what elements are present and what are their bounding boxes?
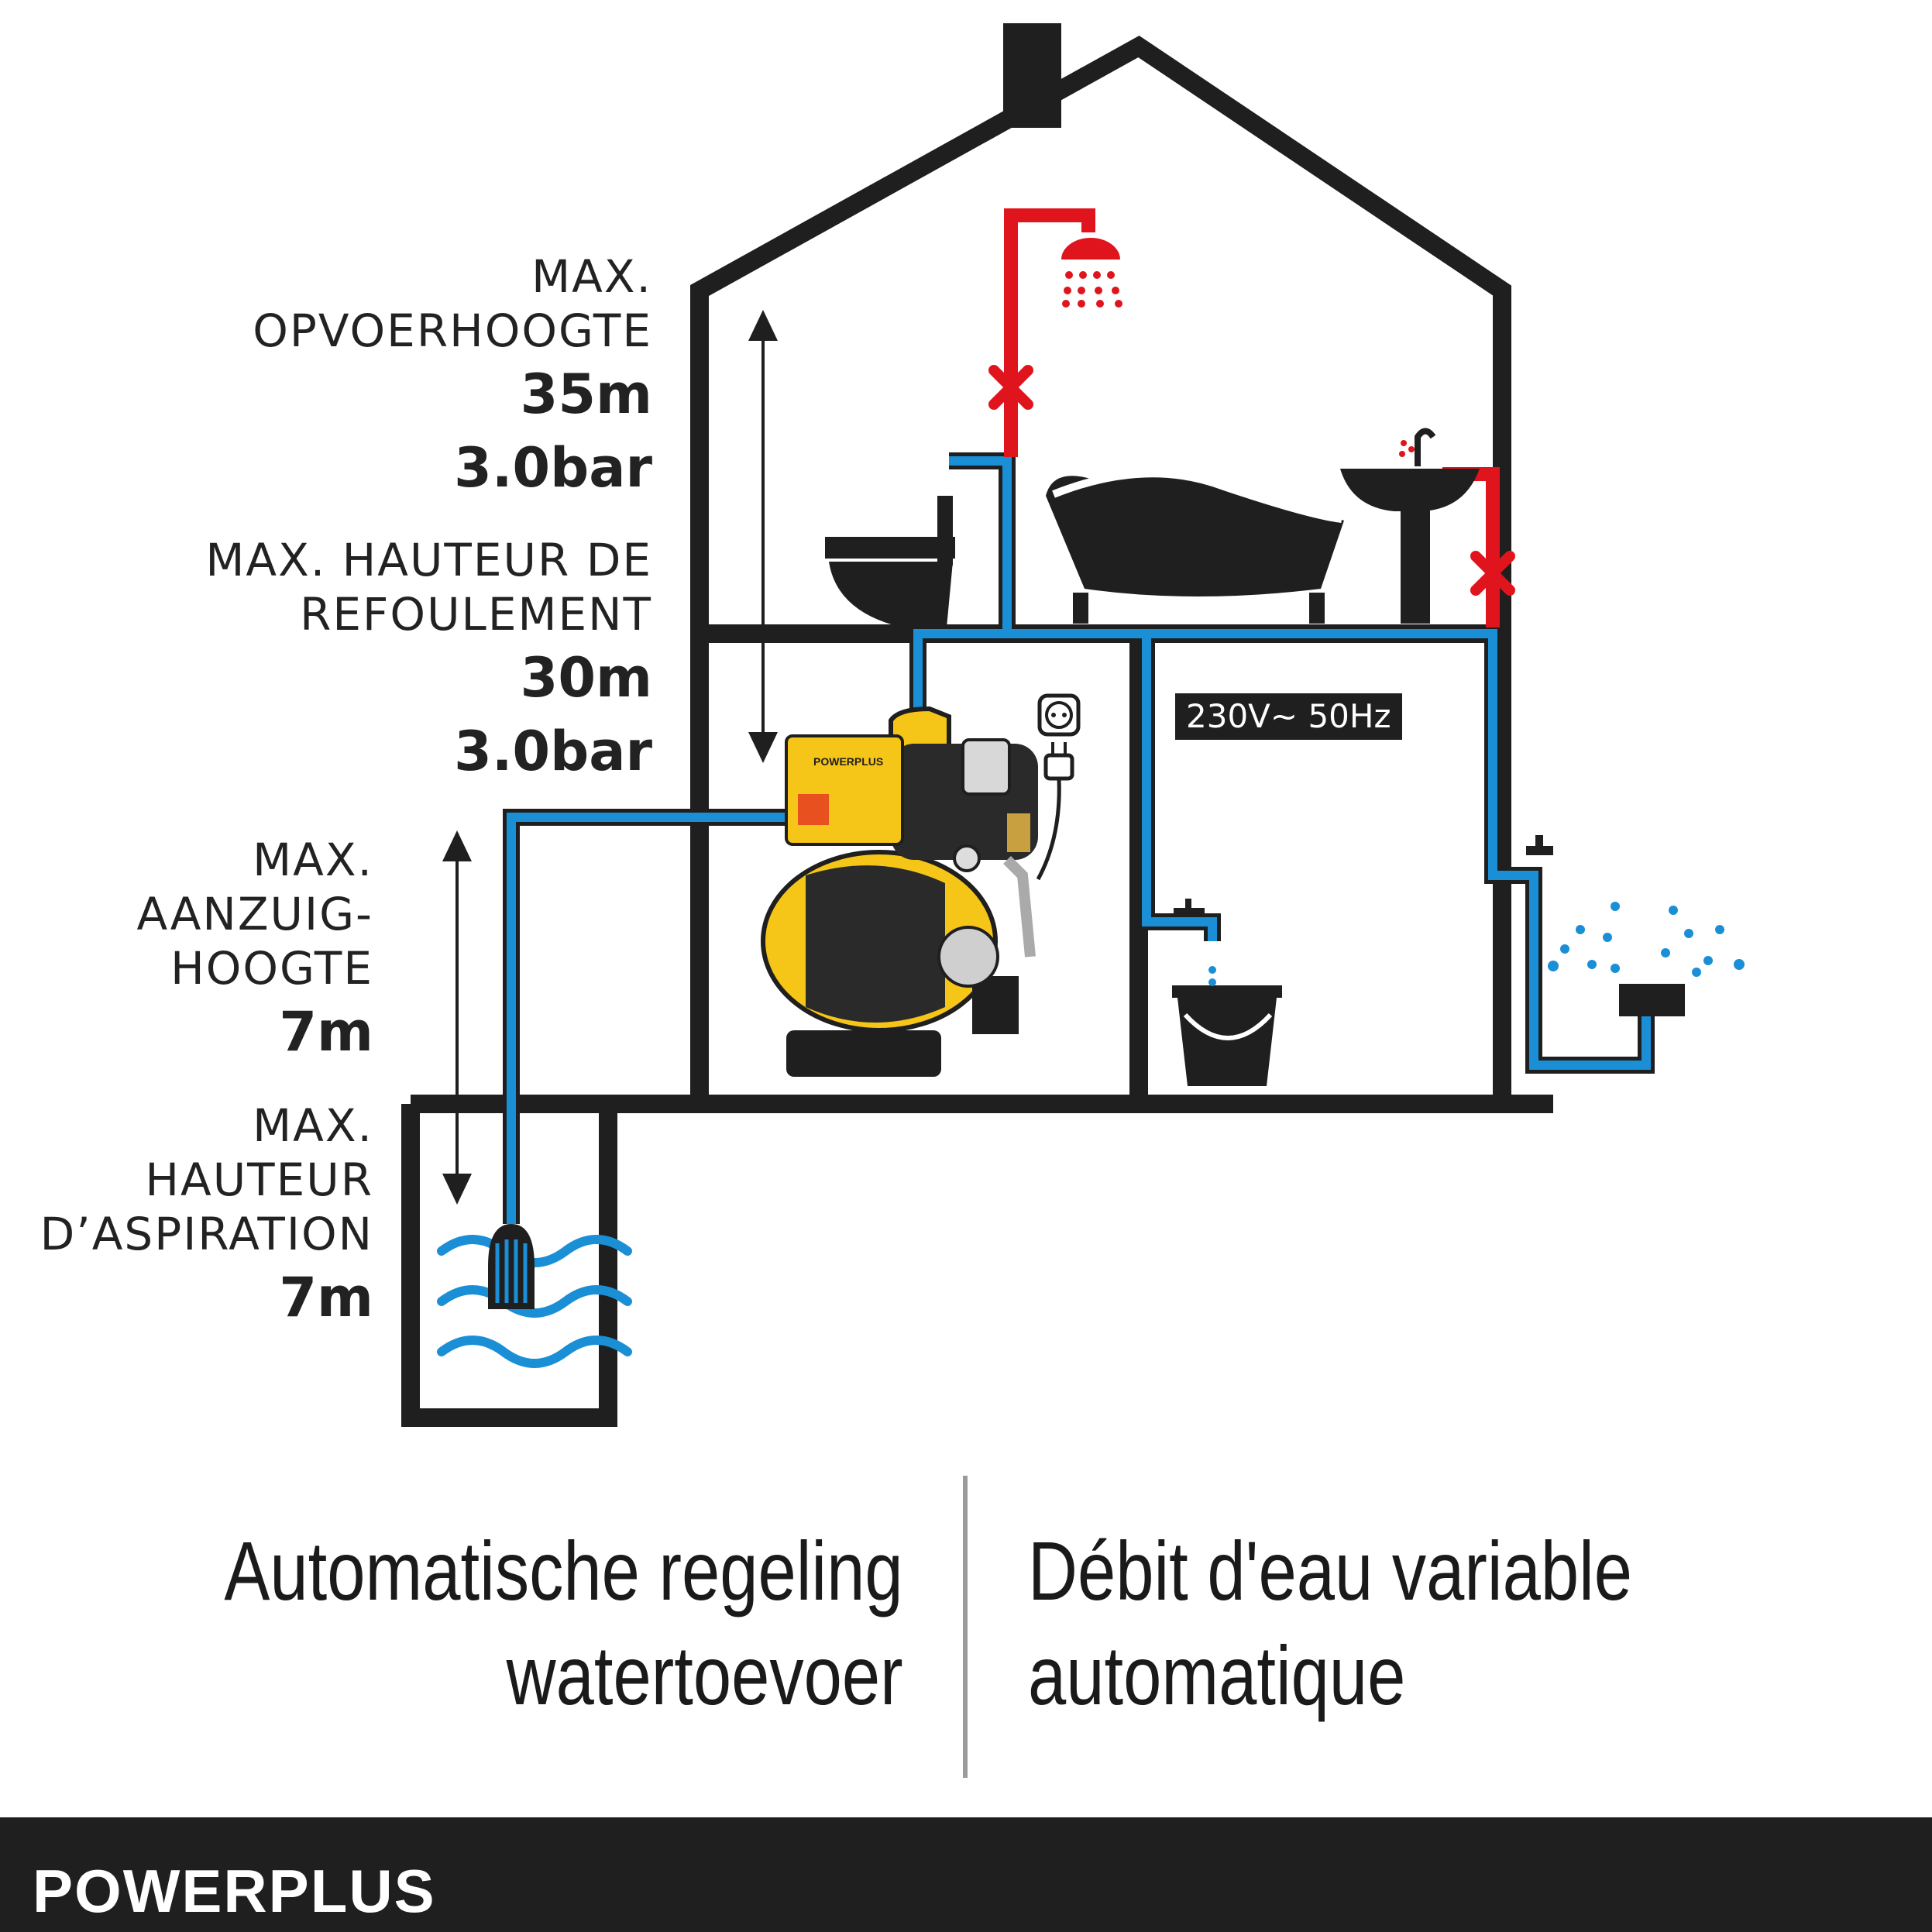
spec-height: 7m: [279, 1000, 373, 1064]
tagline-line: Débit d'eau variable: [1028, 1524, 1633, 1617]
pump-unit: [761, 706, 1038, 1077]
toilet-icon: [825, 496, 955, 627]
bathtub-icon: [1046, 469, 1344, 624]
divider: [963, 1476, 968, 1778]
indoor-tap-icon: [1174, 899, 1205, 917]
spec-label: MAX.: [531, 250, 652, 303]
spec-height: 30m: [520, 646, 652, 710]
spec-label: REFOULEMENT: [300, 588, 652, 641]
bucket-icon: [1172, 966, 1282, 1086]
outdoor-tap-icon: [1526, 835, 1553, 855]
brand-logo: POWERPLUS: [33, 1857, 436, 1925]
plug-icon: [1036, 742, 1074, 881]
spec-suction-nl: MAX. AANZUIG- HOOGTE 7m: [136, 833, 373, 1069]
spec-suction-fr: MAX. HAUTEUR D’ASPIRATION 7m: [40, 1098, 373, 1335]
tagline-nl: Automatische regeling watertoevoer: [225, 1518, 903, 1727]
suction-height-arrow: [442, 830, 472, 1205]
footer-bar: POWERPLUS: [0, 1817, 1932, 1932]
tagline-line: watertoevoer: [507, 1628, 903, 1722]
spec-label: MAX.: [253, 1099, 373, 1152]
tagline-line: automatique: [1028, 1628, 1406, 1722]
blocked-mark-sink: [1470, 551, 1515, 596]
blocked-mark-shower: [988, 365, 1033, 410]
spec-label: HAUTEUR: [145, 1153, 373, 1206]
spec-label: D’ASPIRATION: [40, 1208, 373, 1260]
spec-label: MAX.: [253, 834, 373, 886]
shower-head-icon: [1061, 238, 1122, 308]
spec-pressure: 3.0bar: [454, 720, 652, 783]
pump-brand-label: POWERPLUS: [813, 755, 884, 768]
spec-label: AANZUIG-: [136, 888, 373, 940]
spec-label: MAX. HAUTEUR DE: [205, 534, 652, 586]
spec-delivery-nl: MAX. OPVOERHOOGTE 35m 3.0bar: [253, 249, 652, 505]
well: [401, 1104, 617, 1427]
spec-label: HOOGTE: [170, 942, 373, 995]
chimney: [1003, 23, 1061, 128]
sink-icon: [1340, 428, 1480, 624]
tagline-fr: Débit d'eau variable automatique: [1028, 1518, 1632, 1727]
sprinkler-icon: [1548, 902, 1745, 1016]
water-waves: [437, 1235, 632, 1368]
wall-socket-icon: [1037, 693, 1081, 737]
spec-delivery-fr: MAX. HAUTEUR DE REFOULEMENT 30m 3.0bar: [205, 533, 652, 789]
spec-label: OPVOERHOOGTE: [253, 304, 652, 357]
spec-height: 35m: [520, 363, 652, 426]
foot-valve-icon: [488, 1224, 535, 1309]
spec-height: 7m: [279, 1266, 373, 1329]
tagline-line: Automatische regeling: [224, 1524, 903, 1617]
voltage-label: 230V~ 50Hz: [1175, 693, 1402, 740]
delivery-height-arrow: [748, 310, 778, 763]
spec-pressure: 3.0bar: [454, 436, 652, 500]
